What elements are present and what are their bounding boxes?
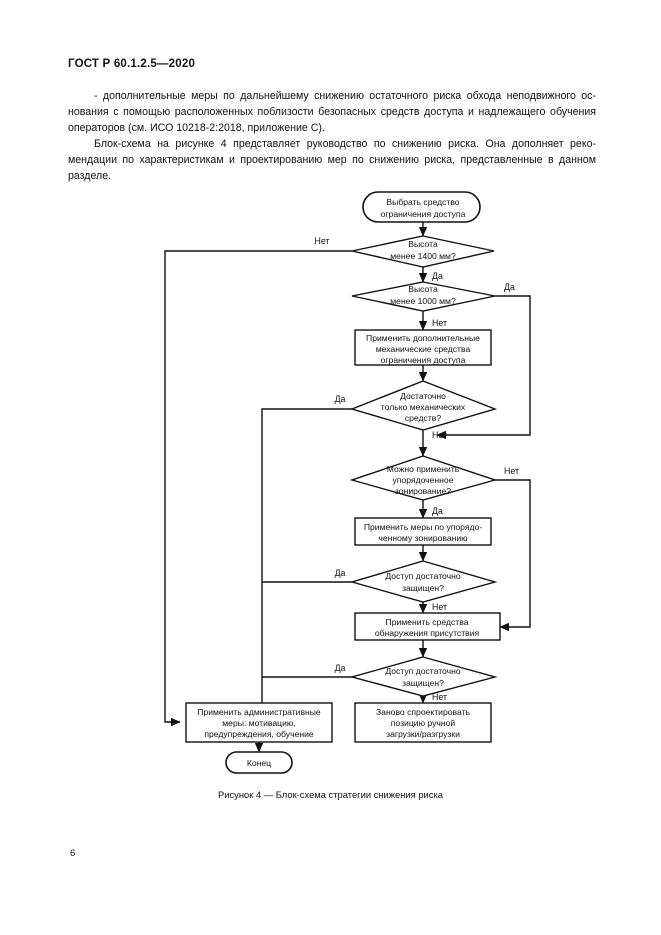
figure-caption: Рисунок 4 — Блок-схема стратегии снижени… [217, 789, 443, 800]
label-d2-yes: Да [504, 282, 515, 292]
node-d1-line-2: менее 1400 мм? [390, 251, 456, 261]
node-d4-line-2: упорядоченное [393, 475, 454, 485]
node-p5-line-2: позицию ручной [391, 718, 456, 728]
node-end: Конец [225, 751, 293, 774]
node-d6-line-2: защищен? [402, 678, 444, 688]
node-p2-line-1: Применить меры по упорядо- [364, 522, 483, 532]
figure-flowchart: Выбрать средство ограничения доступа Выс… [0, 180, 661, 780]
paragraph-2: Блок-схема на рисунке 4 представляет рук… [68, 138, 596, 183]
flow-connectors [164, 222, 531, 753]
label-d3-no: Нет [432, 430, 447, 440]
node-p1-line-1: Применить дополнительные [366, 333, 480, 343]
node-decision-mechanical-enough: Достаточно только механических средств? [349, 380, 498, 431]
node-decision-access-protected-1: Доступ достаточно защищен? [349, 560, 498, 603]
node-d5-line-1: Доступ достаточно [385, 571, 461, 581]
node-d1-line-1: Высота [408, 239, 438, 249]
label-d4-no: Нет [504, 466, 519, 476]
label-d1-no: Нет [315, 236, 330, 246]
node-p4-line-1: Применить административные [197, 707, 321, 717]
node-start: Выбрать средство ограничения доступа [362, 191, 481, 223]
node-p2-line-2: ченному зонированию [378, 533, 468, 543]
node-decision-height-1400: Высота менее 1400 мм? [351, 235, 495, 268]
page-number: 6 [70, 848, 76, 859]
node-process-zoning-measures: Применить меры по упорядо- ченному зонир… [354, 517, 492, 546]
node-p5-line-1: Заново спроектировать [376, 707, 471, 717]
label-d1-yes: Да [432, 271, 443, 281]
label-d2-no: Нет [432, 318, 447, 328]
node-decision-height-1000: Высота менее 1000 мм? [351, 281, 496, 312]
standard-header: ГОСТ Р 60.1.2.5—2020 [68, 58, 196, 70]
node-d3-line-2: только механических [381, 402, 466, 412]
node-process-mechanical-means: Применить дополнительные механические ср… [354, 329, 492, 366]
node-d6-line-1: Доступ достаточно [385, 666, 461, 676]
label-d5-no: Нет [432, 602, 447, 612]
node-decision-zoning-possible: Можно применить упорядоченное зонировани… [349, 455, 498, 501]
paragraph-1: - дополнительные меры по дальнейшему сни… [68, 90, 596, 135]
node-p3-line-2: обнаружения присутствия [375, 628, 480, 638]
node-d4-line-3: зонирование? [395, 486, 451, 496]
node-process-presence-detection: Применить средства обнаружения присутств… [354, 612, 501, 641]
body-text-block: - дополнительные меры по дальнейшему сни… [68, 88, 596, 185]
node-process-administrative-measures: Применить административные меры: мотивац… [185, 702, 333, 743]
node-p5-line-3: загрузки/разгрузки [386, 729, 460, 739]
flow-edge-labels: Нет Да Да Нет Да Нет Нет Да Да Нет Да Не… [315, 236, 519, 702]
label-d5-yes: Да [335, 568, 346, 578]
node-decision-access-protected-2: Доступ достаточно защищен? [349, 656, 498, 697]
node-p4-line-2: меры: мотивацию, [222, 718, 295, 728]
node-end-label: Конец [247, 758, 271, 768]
node-p4-line-3: предупреждения, обучение [204, 729, 314, 739]
edge-d1-no [164, 250, 352, 727]
node-p3-line-1: Применить средства [386, 617, 469, 627]
node-d4-line-1: Можно применить [387, 464, 460, 474]
node-d2-line-2: менее 1000 мм? [390, 296, 456, 306]
node-d3-line-3: средств? [405, 413, 441, 423]
node-d2-line-1: Высота [408, 284, 438, 294]
label-d6-no: Нет [432, 692, 447, 702]
node-d5-line-2: защищен? [402, 583, 444, 593]
node-p1-line-2: механические средства [376, 344, 471, 354]
node-start-line-1: Выбрать средство [386, 197, 459, 207]
label-d4-yes: Да [432, 506, 443, 516]
label-d3-yes: Да [335, 394, 346, 404]
node-p1-line-3: ограничения доступа [381, 355, 466, 365]
node-process-redesign-position: Заново спроектировать позицию ручной заг… [354, 702, 492, 743]
edge-d4-no [495, 479, 531, 632]
node-d3-line-1: Достаточно [400, 391, 446, 401]
label-d6-yes: Да [335, 663, 346, 673]
node-start-line-2: ограничения доступа [381, 209, 466, 219]
edge-d2-yes [436, 295, 531, 440]
